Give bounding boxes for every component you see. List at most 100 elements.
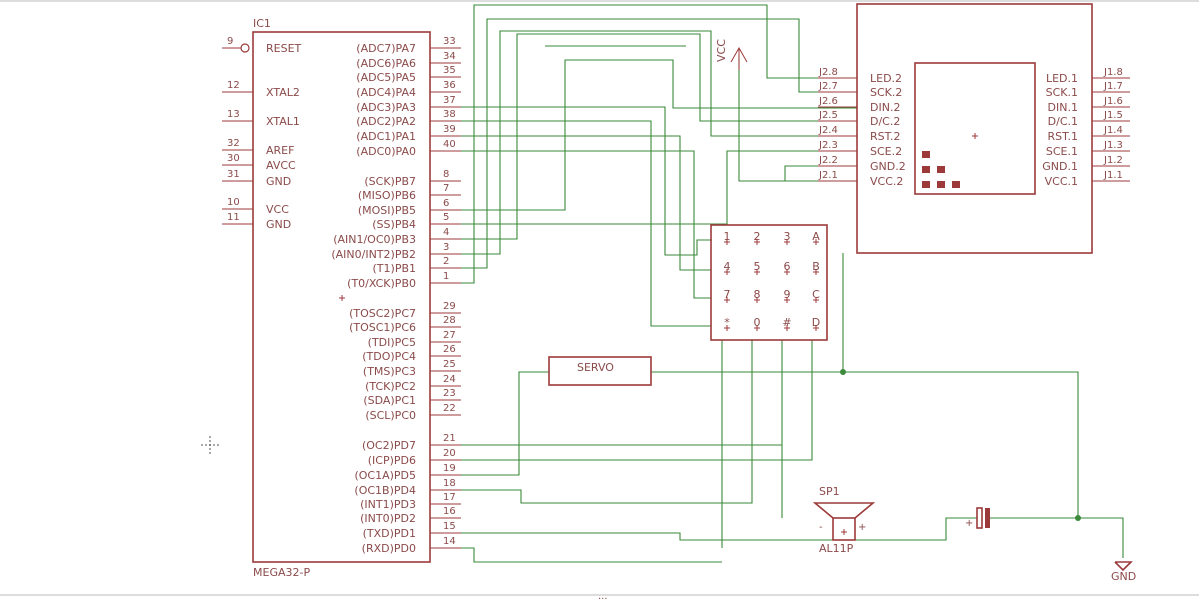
keypad-key[interactable]: * bbox=[724, 316, 730, 331]
ic1-right-pin[interactable]: 36(ADC4)PA4 bbox=[356, 80, 461, 99]
connector-number: J1.2 bbox=[1103, 155, 1123, 166]
ic1-mega32[interactable]: IC1 MEGA32-P 9RESET12XTAL213XTAL132AREF3… bbox=[222, 17, 461, 579]
ic1-right-pin[interactable]: 34(ADC6)PA6 bbox=[356, 51, 461, 70]
pin-number: 6 bbox=[443, 198, 449, 209]
keypad-key[interactable]: 9 bbox=[784, 288, 791, 303]
ic1-right-pin[interactable]: 37(ADC3)PA3 bbox=[356, 95, 461, 114]
keypad-4x4[interactable]: 1 2 3 A 4 5 6 B 7 8 9 C * 0 # D bbox=[710, 224, 828, 341]
ic1-right-pin[interactable]: 8(SCK)PB7 bbox=[364, 169, 461, 188]
speaker-sp1[interactable]: SP1 AL11P - + bbox=[812, 485, 876, 555]
pin-number: 11 bbox=[227, 212, 240, 223]
keypad-key[interactable]: 8 bbox=[754, 288, 761, 303]
ic1-right-pin[interactable]: 23(SDA)PC1 bbox=[363, 388, 461, 407]
lcd-pin-label: D/C.1 bbox=[1048, 115, 1078, 128]
ic1-right-pin[interactable]: 25(TMS)PC3 bbox=[363, 359, 461, 378]
ic1-right-pin[interactable]: 15(TXD)PD1 bbox=[363, 521, 461, 540]
keypad-key-label: 5 bbox=[754, 260, 761, 273]
ic1-right-pin[interactable]: 26(TDO)PC4 bbox=[362, 344, 461, 363]
ic1-right-pin[interactable]: 3(AIN0/INT2)PB2 bbox=[331, 242, 461, 261]
ic1-right-pin[interactable]: 16(INT0)PD2 bbox=[360, 506, 461, 525]
ic1-right-pin[interactable]: 17(INT1)PD3 bbox=[360, 492, 461, 511]
ic1-right-pins: 33(ADC7)PA734(ADC6)PA635(ADC5)PA536(ADC4… bbox=[331, 36, 461, 555]
keypad-key[interactable]: 3 bbox=[784, 230, 791, 245]
keypad-key[interactable]: C bbox=[812, 288, 820, 303]
keypad-key[interactable]: 5 bbox=[754, 260, 761, 275]
ic1-right-pin[interactable]: 24(TCK)PC2 bbox=[365, 374, 461, 393]
keypad-key[interactable]: 1 bbox=[724, 230, 731, 245]
ic1-right-pin[interactable]: 7(MISO)PB6 bbox=[358, 183, 461, 202]
keypad-key[interactable]: 2 bbox=[754, 230, 761, 245]
servo[interactable]: SERVO bbox=[548, 356, 652, 386]
ic1-right-pin[interactable]: 40(ADC0)PA0 bbox=[356, 139, 461, 158]
ic1-right-pin[interactable]: 1(T0/XCK)PB0 bbox=[347, 271, 461, 290]
lcd-pin-label: RST.1 bbox=[1047, 130, 1078, 143]
connector-number: J2.1 bbox=[818, 170, 838, 181]
pin-label: AREF bbox=[266, 144, 294, 157]
lcd-pin-label: GND.2 bbox=[870, 160, 906, 173]
keypad-key[interactable]: B bbox=[812, 260, 820, 275]
ic1-right-pin[interactable]: 2(T1)PB1 bbox=[373, 256, 461, 275]
keypad-key[interactable]: A bbox=[812, 230, 820, 245]
keypad-key[interactable]: D bbox=[812, 316, 820, 331]
ic1-right-pin[interactable]: 28(TOSC1)PC6 bbox=[349, 315, 461, 334]
pin-label: (TCK)PC2 bbox=[365, 380, 416, 393]
lcd-right-pin[interactable]: J1.5D/C.1 bbox=[1048, 110, 1130, 128]
ic1-right-pin[interactable]: 18(OC1B)PD4 bbox=[354, 478, 461, 497]
keypad-key[interactable]: 6 bbox=[784, 260, 791, 275]
pin-label: RESET bbox=[266, 42, 302, 55]
keypad-key[interactable]: 0 bbox=[754, 316, 761, 331]
pin-label: (ADC3)PA3 bbox=[356, 101, 416, 114]
ic1-right-pin[interactable]: 5(SS)PB4 bbox=[372, 212, 461, 231]
ic1-right-pin[interactable]: 14(RXD)PD0 bbox=[362, 536, 461, 555]
vcc-symbol[interactable]: VCC bbox=[715, 39, 748, 70]
pin-number: 4 bbox=[443, 227, 449, 238]
ic1-right-pin[interactable]: 4(AIN1/OC0)PB3 bbox=[333, 227, 461, 246]
capacitor[interactable]: + bbox=[965, 507, 990, 529]
ic1-right-pin[interactable]: 33(ADC7)PA7 bbox=[356, 36, 461, 55]
gnd-symbol[interactable]: GND bbox=[1111, 561, 1136, 583]
ic1-right-pin[interactable]: 6(MOSI)PB5 bbox=[358, 198, 461, 217]
pin-number: 29 bbox=[443, 301, 456, 312]
ic1-right-pin[interactable]: 27(TDI)PC5 bbox=[368, 330, 461, 349]
pin-number: 22 bbox=[443, 403, 456, 414]
ic1-right-pin[interactable]: 38(ADC2)PA2 bbox=[356, 109, 461, 128]
ic1-right-pin[interactable]: 35(ADC5)PA5 bbox=[356, 65, 461, 84]
ic1-right-pin[interactable]: 21(OC2)PD7 bbox=[362, 433, 461, 452]
ic1-right-pin[interactable]: 39(ADC1)PA1 bbox=[356, 124, 461, 143]
keypad-key[interactable]: 7 bbox=[724, 288, 731, 303]
ic1-right-pin[interactable]: 22(SCL)PC0 bbox=[365, 403, 461, 422]
ic1-right-pin[interactable]: 19(OC1A)PD5 bbox=[354, 463, 461, 482]
keypad-key[interactable]: 4 bbox=[724, 260, 731, 275]
keypad-key-label: 9 bbox=[784, 288, 791, 301]
ic1-right-pin[interactable]: 20(ICP)PD6 bbox=[368, 448, 461, 467]
pin-number: 14 bbox=[443, 536, 456, 547]
lcd-pin-label: LED.1 bbox=[1046, 72, 1078, 85]
keypad-key[interactable]: # bbox=[782, 316, 792, 331]
pin-label: (ADC4)PA4 bbox=[356, 86, 416, 99]
ic1-right-pin[interactable]: 29(TOSC2)PC7 bbox=[349, 301, 461, 320]
